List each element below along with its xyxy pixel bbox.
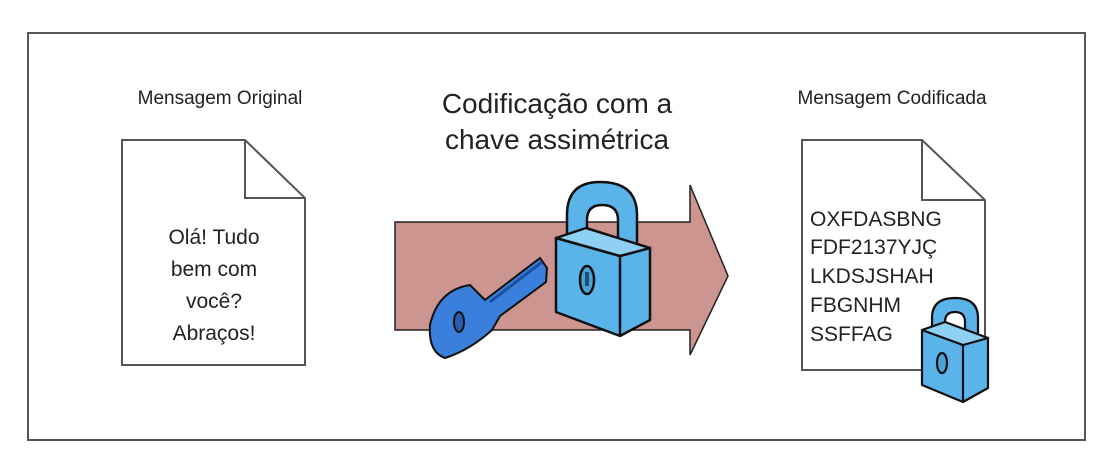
original-line: Olá! Tudo	[168, 226, 259, 249]
encoded-line: SSFFAG	[810, 323, 893, 346]
encoded-line: FBGNHM	[810, 294, 901, 317]
encoded-line: LKDSJSHAH	[810, 265, 934, 288]
original-line: você?	[186, 290, 242, 313]
original-line: bem com	[171, 258, 257, 281]
encoded-line: FDF2137YJÇ	[810, 236, 937, 259]
small-padlock-icon	[920, 296, 990, 404]
original-title: Mensagem Original	[138, 88, 303, 109]
encoded-title: Mensagem Codificada	[797, 88, 986, 109]
process-title-line: Codificação com a	[442, 88, 673, 119]
encoded-line: OXFDASBNG	[810, 208, 942, 231]
padlock-icon	[554, 180, 652, 338]
original-line: Abraços!	[173, 322, 256, 345]
process-title-line: chave assimétrica	[445, 124, 670, 155]
original-document-icon	[121, 139, 306, 366]
key-icon	[428, 256, 549, 360]
